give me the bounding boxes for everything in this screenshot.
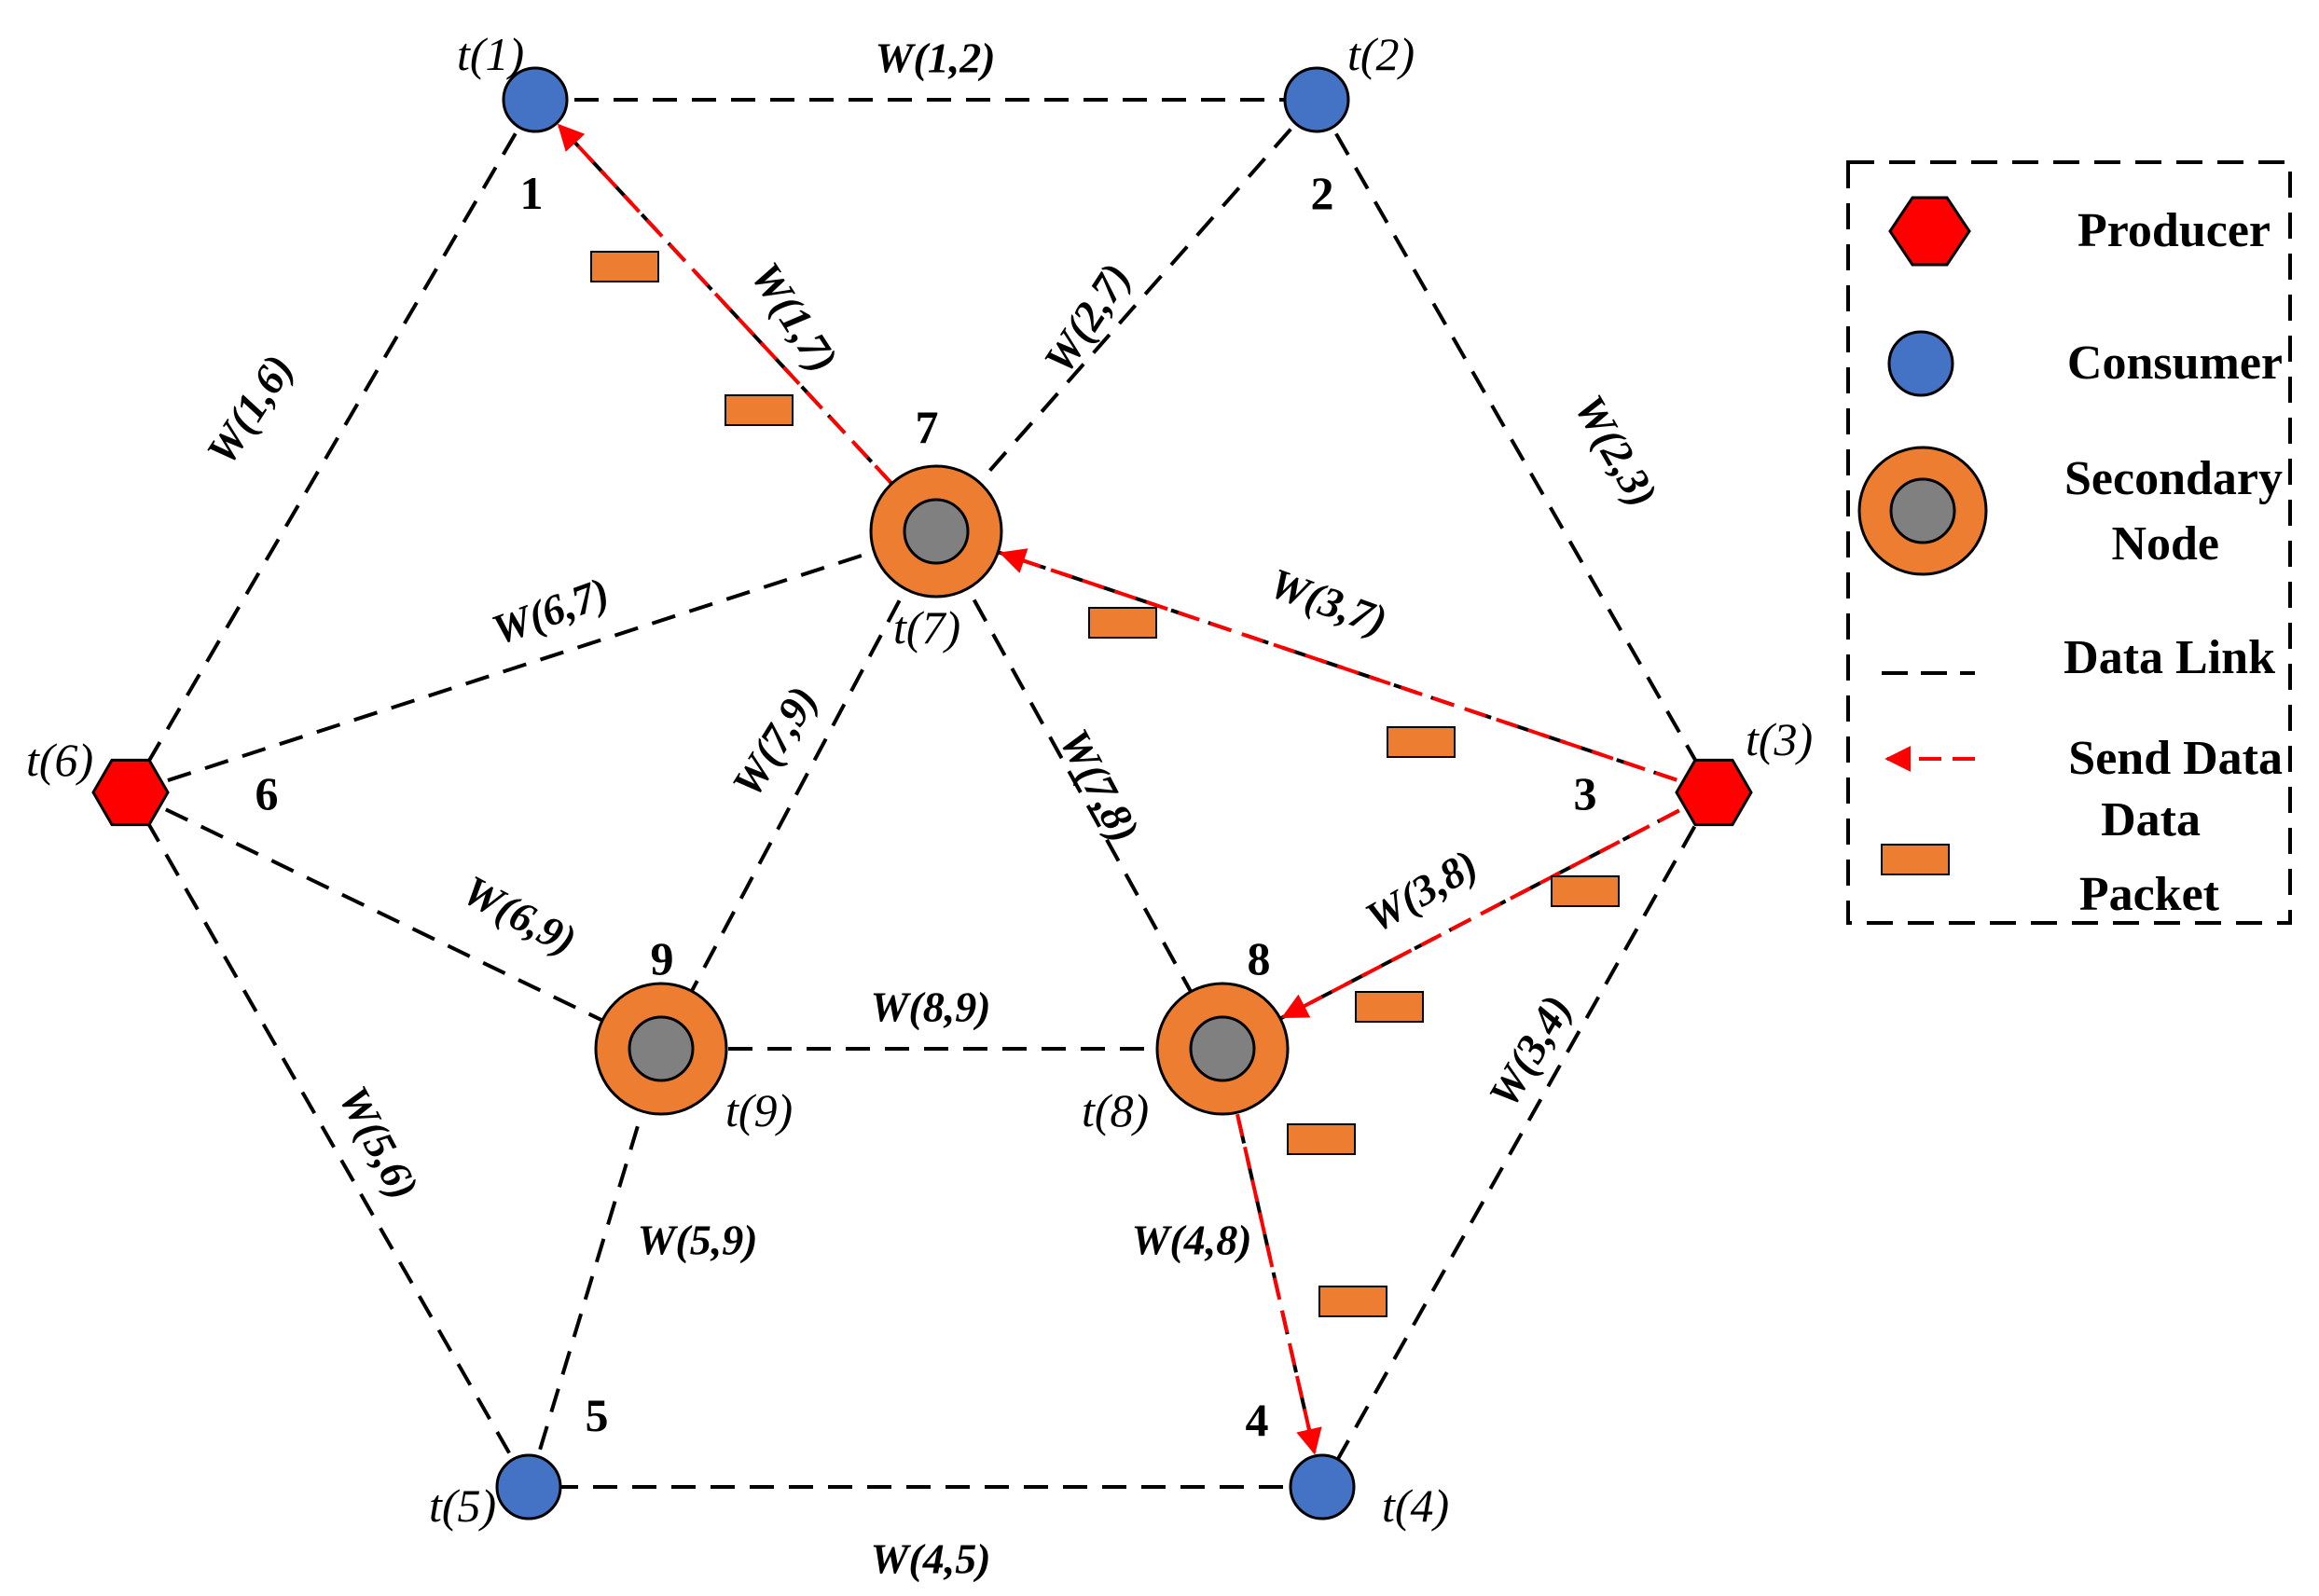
legend-consumer-label: Consumer: [2067, 337, 2283, 390]
producer-node-6: [91, 758, 170, 827]
consumer-node-5: [495, 1453, 562, 1520]
data-packets: [590, 251, 1620, 1317]
node-number-7: 7: [916, 401, 939, 453]
data-packet-7: [1287, 1123, 1356, 1155]
node-time-2: t(2): [1347, 28, 1415, 80]
weight-label-5-6: W(5,6): [330, 1079, 429, 1207]
node-time-5: t(5): [429, 1479, 496, 1532]
consumer-node-4: [1289, 1453, 1356, 1520]
secondary-node-9-inner: [628, 1015, 695, 1082]
legend-packet-label-line1: Data: [2101, 793, 2201, 846]
consumer-node-2: [1283, 66, 1350, 133]
link-1-6: [129, 98, 537, 794]
weight-label-7-9: W(7,9): [723, 678, 827, 805]
node-time-3: t(3): [1746, 713, 1813, 765]
link-5-6: [129, 791, 531, 1488]
node-number-6: 6: [255, 767, 279, 819]
labels: 1 t(1) 2 t(2) 3 t(3) 4 t(4) 5 t(5) 6 t(6) 7 t(7) 8 t(8)…: [26, 28, 1813, 1583]
secondary-node-8-inner: [1189, 1015, 1256, 1082]
consumer-node-1: [502, 66, 569, 133]
node-time-8: t(8): [1082, 1084, 1149, 1136]
send-data-paths: [557, 123, 1680, 1455]
weight-label-4-5: W(4,5): [870, 1535, 990, 1583]
data-packet-8: [1318, 1286, 1387, 1317]
send-arrow-3-7: [999, 548, 1677, 782]
weight-label-8-9: W(8,9): [870, 984, 990, 1031]
legend: Producer Consumer Secondary Node Data Li…: [1846, 160, 2292, 925]
link-3-4: [1320, 791, 1716, 1488]
producer-node-3: [1675, 758, 1753, 827]
data-packet-5: [1551, 875, 1620, 907]
node-number-1: 1: [520, 167, 544, 219]
weight-label-5-9: W(5,9): [637, 1217, 757, 1264]
link-6-9: [130, 791, 662, 1051]
send-arrow-3-8: [1281, 808, 1680, 1019]
legend-secondary-label-line2: Node: [2111, 517, 2219, 571]
node-number-9: 9: [651, 932, 674, 984]
send-arrow-7-1: [557, 123, 892, 484]
data-packet-2: [725, 394, 794, 426]
data-links: [129, 98, 1716, 1489]
secondary-node-7-inner: [903, 498, 970, 565]
node-number-8: 8: [1248, 932, 1271, 984]
node-time-1: t(1): [457, 28, 524, 80]
link-2-7: [934, 98, 1318, 533]
node-time-4: t(4): [1382, 1479, 1449, 1532]
weight-label-3-7: W(3,7): [1263, 558, 1393, 644]
node-time-6: t(6): [26, 734, 93, 786]
legend-frame: [1846, 160, 2292, 925]
data-packet-3: [1088, 607, 1157, 639]
node-time-7: t(7): [893, 601, 960, 654]
weight-label-7-8: W(7,8): [1051, 722, 1150, 850]
data-packet-4: [1387, 726, 1456, 758]
link-7-9: [659, 530, 938, 1050]
legend-data-link-label: Data Link: [2064, 631, 2275, 684]
legend-secondary-inner-icon: [1889, 477, 1956, 544]
weight-label-1-7: W(1,7): [742, 254, 848, 380]
weight-label-3-4: W(3,4): [1479, 987, 1581, 1115]
node-time-9: t(9): [725, 1084, 793, 1136]
legend-producer-label: Producer: [2077, 204, 2271, 257]
send-arrow-8-4: [1235, 1113, 1322, 1455]
legend-consumer-icon: [1887, 330, 1954, 397]
link-7-8: [934, 530, 1224, 1050]
link-2-3: [1315, 99, 1716, 793]
weight-label-4-8: W(4,8): [1131, 1217, 1251, 1264]
legend-packet-label-line2: Packet: [2079, 868, 2220, 921]
data-packet-6: [1355, 991, 1424, 1023]
weight-label-3-8: W(3,8): [1358, 840, 1485, 942]
legend-producer-icon: [1888, 196, 1971, 267]
legend-send-data-label: Send Data: [2068, 732, 2283, 785]
weight-label-2-3: W(2,3): [1566, 387, 1667, 515]
node-number-3: 3: [1574, 767, 1597, 819]
weight-label-1-2: W(1,2): [875, 34, 995, 82]
nodes: [91, 66, 1753, 1520]
legend-secondary-label-line1: Secondary: [2064, 452, 2283, 505]
legend-packet-icon: [1881, 844, 1950, 875]
weight-label-1-6: W(1,6): [197, 346, 302, 473]
node-number-4: 4: [1246, 1394, 1269, 1446]
node-number-5: 5: [586, 1389, 609, 1441]
node-number-2: 2: [1311, 167, 1334, 219]
data-packet-1: [590, 251, 659, 282]
link-6-7: [130, 530, 937, 794]
weight-label-6-9: W(6,9): [455, 866, 584, 965]
